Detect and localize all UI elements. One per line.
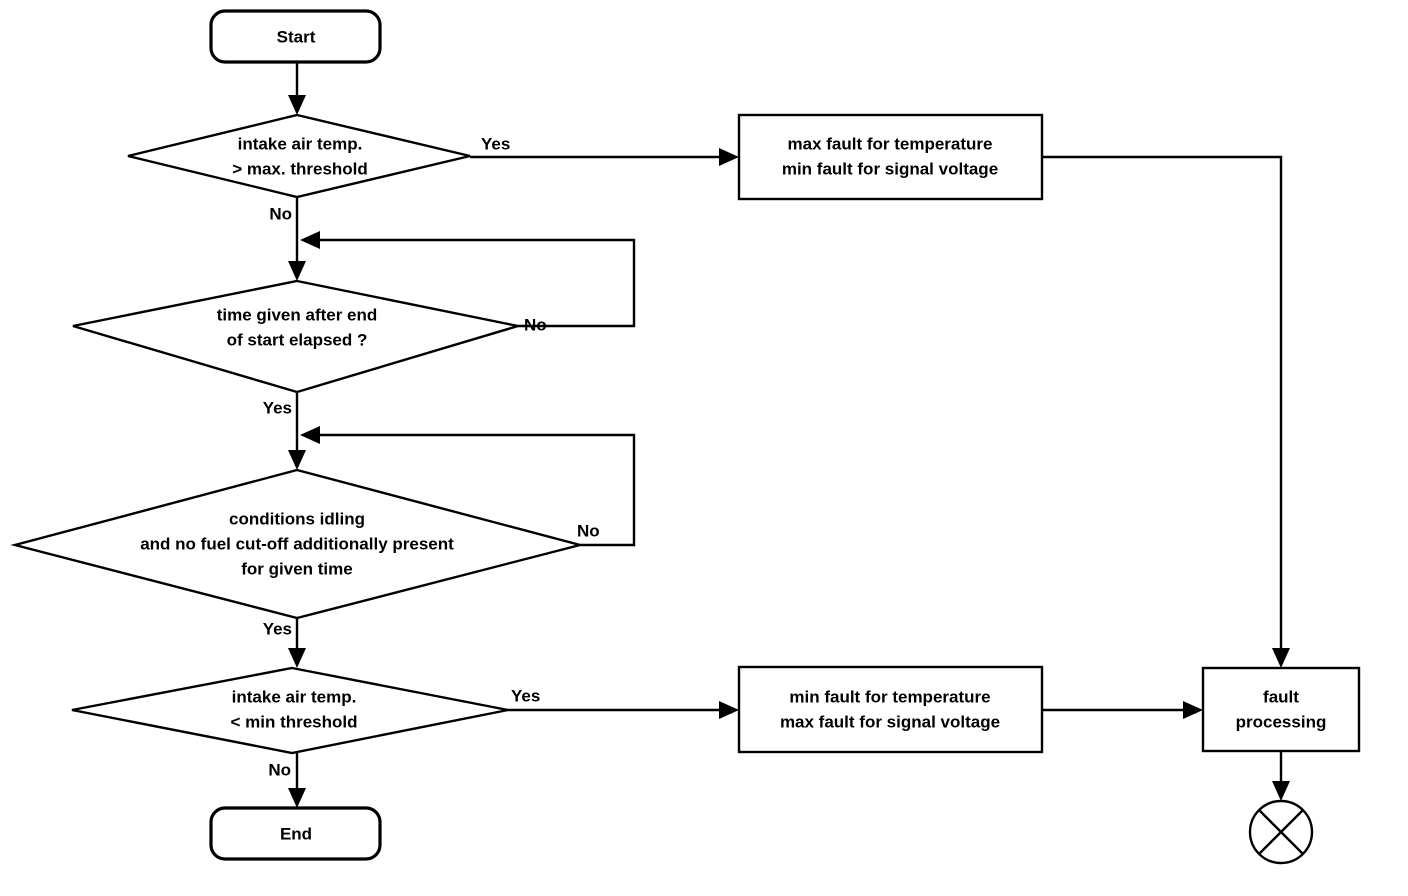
node-decision-max-temp-line2: > max. threshold xyxy=(232,159,368,178)
edge-time-yes-to-conditions xyxy=(288,392,306,470)
edge-label-min-temp-yes: Yes xyxy=(511,686,540,705)
edge-label-conditions-yes: Yes xyxy=(263,619,292,638)
edge-label-time-yes: Yes xyxy=(263,398,292,417)
edge-label-conditions-no: No xyxy=(577,521,600,540)
node-end[interactable]: End xyxy=(209,806,382,861)
node-decision-max-temp[interactable]: intake air temp. > max. threshold xyxy=(127,113,471,199)
node-box-min-fault-line1: min fault for temperature xyxy=(789,687,990,706)
edge-label-max-temp-no: No xyxy=(269,204,292,223)
node-decision-time-elapsed-line1: time given after end xyxy=(217,305,378,324)
edge-max-fault-to-fault-processing xyxy=(1042,155,1290,668)
edge-start-to-max-temp xyxy=(288,62,306,115)
node-decision-conditions-line3: for given time xyxy=(241,559,352,578)
node-decision-min-temp-line2: < min threshold xyxy=(230,712,357,731)
node-box-fault-processing-line1: fault xyxy=(1263,687,1299,706)
edge-label-min-temp-no: No xyxy=(268,760,291,779)
node-box-max-fault[interactable]: max fault for temperature min fault for … xyxy=(737,113,1044,201)
edge-time-no-loopback xyxy=(300,231,636,328)
node-end-label: End xyxy=(280,824,312,843)
edge-conditions-yes-to-min-temp xyxy=(288,618,306,668)
edge-min-temp-no-to-end xyxy=(288,753,306,808)
node-box-max-fault-line1: max fault for temperature xyxy=(788,134,993,153)
edge-min-temp-yes-to-box xyxy=(508,701,739,719)
node-decision-time-elapsed[interactable]: time given after end of start elapsed ? xyxy=(72,279,519,394)
node-box-fault-processing[interactable]: fault processing xyxy=(1201,666,1361,753)
edge-max-temp-no-to-time xyxy=(288,197,306,281)
node-box-min-fault-line2: max fault for signal voltage xyxy=(780,712,1000,731)
node-box-max-fault-line2: min fault for signal voltage xyxy=(782,159,998,178)
node-decision-max-temp-line1: intake air temp. xyxy=(238,134,363,153)
node-box-min-fault[interactable]: min fault for temperature max fault for … xyxy=(737,665,1044,754)
node-decision-min-temp[interactable]: intake air temp. < min threshold xyxy=(71,666,509,755)
node-start-label: Start xyxy=(277,27,316,46)
edge-fault-processing-to-offpage xyxy=(1272,751,1290,801)
node-decision-conditions-idling[interactable]: conditions idling and no fuel cut-off ad… xyxy=(10,468,585,620)
off-page-connector-icon xyxy=(1248,799,1314,865)
node-decision-time-elapsed-line2: of start elapsed ? xyxy=(227,330,368,349)
edge-label-max-temp-yes: Yes xyxy=(481,134,510,153)
edge-min-fault-to-fault-processing xyxy=(1042,701,1203,719)
edge-max-temp-yes-to-box xyxy=(470,148,739,166)
node-decision-conditions-line2: and no fuel cut-off additionally present xyxy=(140,534,454,553)
node-decision-conditions-line1: conditions idling xyxy=(229,509,365,528)
node-decision-min-temp-line1: intake air temp. xyxy=(232,687,357,706)
edge-conditions-no-loopback xyxy=(300,426,636,547)
node-start[interactable]: Start xyxy=(209,9,382,64)
edge-label-time-no: No xyxy=(524,315,547,334)
node-box-fault-processing-line2: processing xyxy=(1236,712,1327,731)
